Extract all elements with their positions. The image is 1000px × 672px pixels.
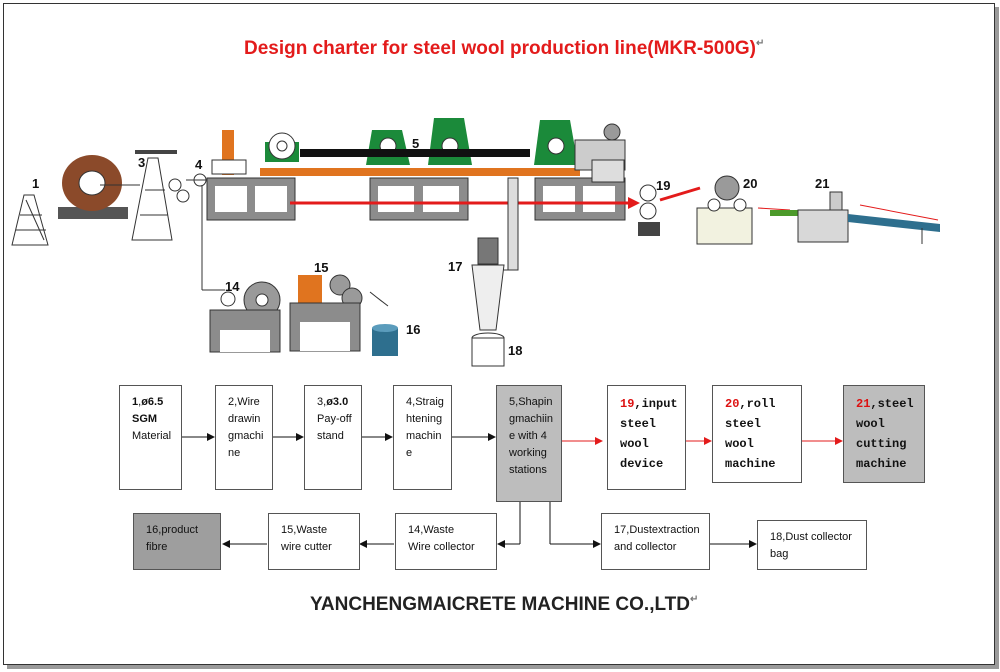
flow-step-2: 2,Wire drawin gmachi ne [215, 385, 273, 490]
flow-step-20: 20,roll steel wool machine [712, 385, 802, 483]
flow-step-5: 5,Shapin gmachiin e with 4 working stati… [496, 385, 562, 502]
machine-5-base [206, 168, 626, 221]
page-title: Design charter for steel wool production… [243, 38, 765, 59]
label-16: 16 [406, 322, 421, 337]
label-3: 3 [138, 155, 146, 170]
machine-16-product-bin [369, 291, 398, 356]
label-14: 14 [225, 279, 240, 294]
machine-19-input-device [638, 184, 660, 236]
machine-14-waste-collector [209, 281, 281, 353]
machine-1-payoff-tower [11, 194, 49, 246]
flow-step-19: 19,input steel wool device [607, 385, 686, 490]
machine-3-payoff-stand [131, 150, 190, 241]
machine-20-roll-machine [696, 175, 753, 245]
label-20: 20 [743, 176, 758, 191]
flow-step-18: 18,Dust collector bag [757, 520, 867, 570]
flow-step-3: 3,ø3.0 Pay-off stand [304, 385, 362, 490]
label-4: 4 [195, 157, 203, 172]
label-19: 19 [656, 178, 671, 193]
label-15: 15 [314, 260, 329, 275]
label-18: 18 [508, 343, 523, 358]
flow-step-16: 16,product fibre [133, 513, 221, 570]
flow-step-21: 21,steel wool cutting machine [843, 385, 925, 483]
flow-step-1: 1,ø6.5 SGM Material [119, 385, 182, 490]
label-1: 1 [32, 176, 40, 191]
flow-step-17: 17,Dustextraction and collector [601, 513, 710, 570]
flow-step-4: 4,Straig htening machin e [393, 385, 452, 490]
machine-15-waste-cutter [289, 274, 363, 352]
label-21: 21 [815, 176, 830, 191]
flow-step-14: 14,Waste Wire collector [395, 513, 497, 570]
machine-5-shaping-heads [265, 118, 626, 183]
label-17: 17 [448, 259, 463, 274]
label-5: 5 [412, 136, 420, 151]
machine-17-dust-extraction [471, 177, 519, 367]
flow-step-15: 15,Waste wire cutter [268, 513, 360, 570]
machine-coil [58, 155, 128, 219]
machine-21-cutting-machine [770, 191, 940, 244]
company-name: YANCHENGMAICRETE MACHINE CO.,LTD↵ [309, 594, 699, 615]
